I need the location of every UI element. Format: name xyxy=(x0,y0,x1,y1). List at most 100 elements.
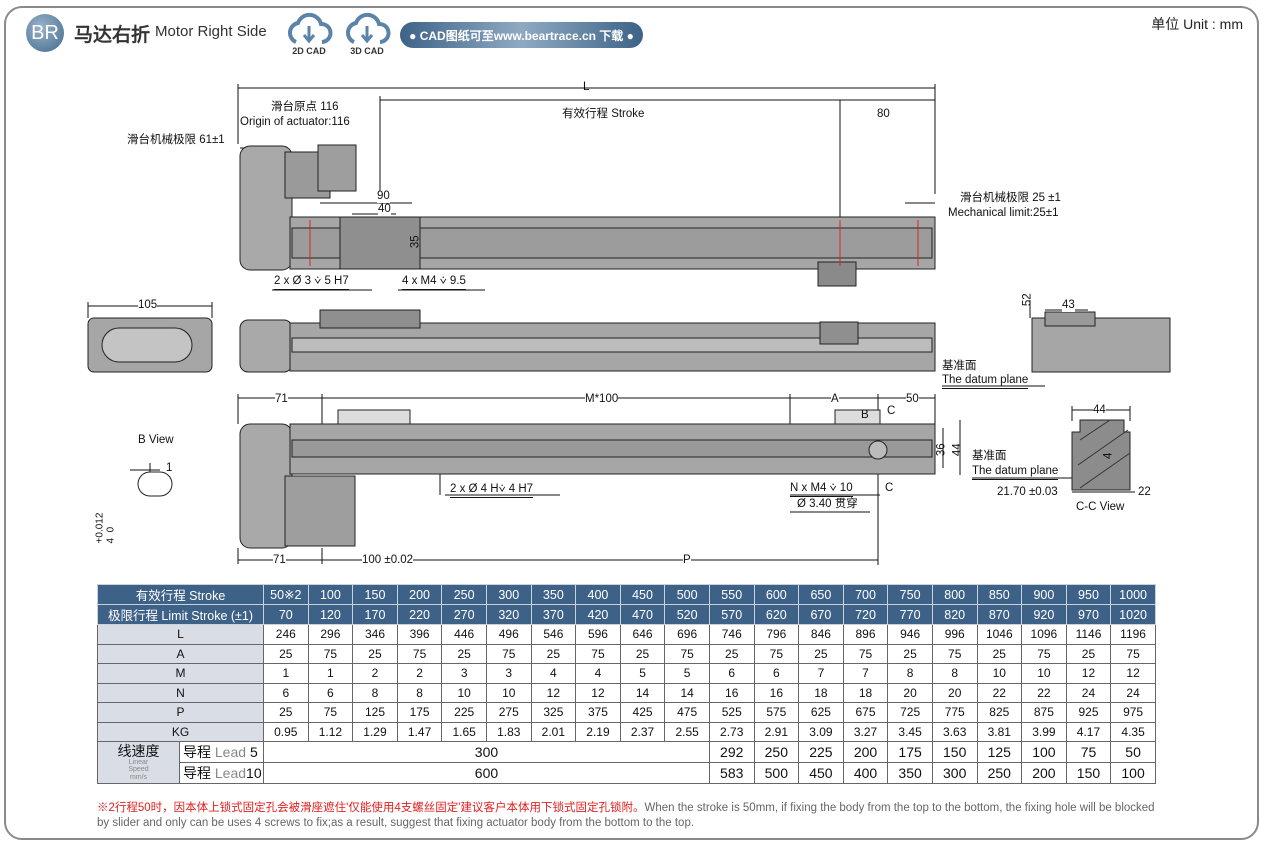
lead5-header: 导程 Lead 5 xyxy=(179,741,264,763)
table-cell: 12 xyxy=(575,682,621,703)
table-cell: 550 xyxy=(708,584,755,605)
table-cell: 22 xyxy=(1021,682,1067,703)
lead-num: 5 xyxy=(249,744,258,760)
cc-view-title: C-C View xyxy=(1076,501,1125,513)
row-header: KG xyxy=(97,721,264,742)
lead-en: Lead xyxy=(214,765,247,781)
table-cell: 820 xyxy=(931,604,978,625)
table-cell: 0.95 xyxy=(263,721,309,742)
dim-L: L xyxy=(583,81,590,93)
limit-right-en: Mechanical limit:25±1 xyxy=(948,207,1059,219)
table-cell: 400 xyxy=(842,762,889,784)
row-header: N xyxy=(97,682,264,703)
table-cell: 570 xyxy=(708,604,755,625)
table-cell: 18 xyxy=(842,682,889,703)
dim-71-bottom: 71 xyxy=(273,554,286,567)
table-cell: 2.37 xyxy=(619,721,666,742)
table-cell: 4.35 xyxy=(1110,721,1156,742)
table-cell: 396 xyxy=(396,624,443,645)
table-cell: 1146 xyxy=(1065,624,1112,645)
cc-dim-22: 22 xyxy=(1138,486,1151,498)
table-cell: 1 xyxy=(263,663,309,684)
table-cell: 420 xyxy=(575,604,621,625)
table-cell: 4 xyxy=(530,663,577,684)
cc-dim-2170: 21.70 ±0.03 xyxy=(997,486,1058,498)
dim-52: 52 xyxy=(1021,293,1034,307)
dim-44: 44 xyxy=(951,443,964,457)
table-cell: 8 xyxy=(352,682,398,703)
row-header: L xyxy=(97,624,264,645)
dim-stroke: 有效行程 Stroke xyxy=(562,108,645,121)
table-cell: 10 xyxy=(441,682,487,703)
table-cell: 7 xyxy=(798,663,844,684)
cc-section-view xyxy=(1071,419,1131,491)
table-cell: 25 xyxy=(798,643,844,664)
table-cell: 950 xyxy=(1065,584,1112,605)
row-header: P xyxy=(97,702,264,723)
speed-en: Linear xyxy=(128,758,149,766)
table-cell: 75 xyxy=(1021,643,1067,664)
speed-cn: 线速度 xyxy=(117,743,160,760)
table-cell: 200 xyxy=(842,741,889,763)
table-cell: 1096 xyxy=(1021,624,1067,645)
dim-105: 105 xyxy=(138,299,158,312)
table-cell: 250 xyxy=(753,741,800,763)
table-cell: 3 xyxy=(485,663,532,684)
table-cell: 10 xyxy=(976,663,1023,684)
label-C-bottom: C xyxy=(885,482,894,494)
table-cell: 24 xyxy=(1065,682,1112,703)
table-cell: 250 xyxy=(441,584,487,605)
table-cell: 75 xyxy=(396,643,443,664)
table-cell: 2.73 xyxy=(708,721,755,742)
table-cell: 3.45 xyxy=(887,721,933,742)
table-cell: 8 xyxy=(396,682,443,703)
limit-right-cn: 滑台机械极限 25 ±1 xyxy=(960,192,1061,204)
table-cell: 1.83 xyxy=(485,721,532,742)
lead-cn: 导程 xyxy=(183,744,211,760)
table-cell: 670 xyxy=(798,604,844,625)
table-cell: 1046 xyxy=(976,624,1023,645)
table-cell: 25 xyxy=(263,643,309,664)
series-badge: BR xyxy=(26,14,64,52)
unit-label: 单位 Unit : mm xyxy=(1151,16,1243,32)
technical-drawing xyxy=(87,84,1171,565)
table-cell: 425 xyxy=(619,702,666,723)
table-cell: 12 xyxy=(1065,663,1112,684)
table-cell: 16 xyxy=(708,682,755,703)
cad-download-link[interactable]: ● CAD图纸可至www.beartrace.cn 下载 ● xyxy=(400,22,643,48)
table-cell: 1196 xyxy=(1110,624,1156,645)
label-B: B xyxy=(861,409,869,421)
table-cell: 300 xyxy=(263,741,710,763)
b-view-title: B View xyxy=(138,434,174,446)
table-cell: 583 xyxy=(708,762,755,784)
table-cell: 750 xyxy=(887,584,933,605)
table-cell: 900 xyxy=(1021,584,1067,605)
table-cell: 5 xyxy=(664,663,710,684)
table-cell: 320 xyxy=(485,604,532,625)
table-cell: 2.19 xyxy=(575,721,621,742)
b-view-dim-1: 1 xyxy=(166,462,173,474)
row-header: 极限行程 Limit Stroke (±1) xyxy=(97,604,264,625)
table-cell: 25 xyxy=(352,643,398,664)
table-cell: 1000 xyxy=(1110,584,1156,605)
hole-spec-3: 2 x Ø 4 H⩒ 4 H7 xyxy=(450,483,534,498)
datum-en-2: The datum plane xyxy=(972,465,1059,480)
dim-40: 40 xyxy=(378,203,391,216)
table-cell: 50※2 xyxy=(263,584,309,605)
table-cell: 6 xyxy=(753,663,800,684)
cloud-download-icon xyxy=(287,12,333,44)
hole-spec-1: 2 x Ø 3 ⩒ 5 H7 xyxy=(274,275,349,290)
download-3d-cad-button[interactable]: 3D CAD xyxy=(339,12,395,56)
table-cell: 300 xyxy=(485,584,532,605)
table-cell: 946 xyxy=(887,624,933,645)
download-2d-cad-button[interactable]: 2D CAD xyxy=(281,12,337,56)
lead10-header: 导程 Lead10 xyxy=(179,762,264,784)
table-cell: 500 xyxy=(753,762,800,784)
top-view xyxy=(239,144,936,287)
lead-en: Lead xyxy=(214,744,247,760)
label-C-top: C xyxy=(887,405,896,417)
